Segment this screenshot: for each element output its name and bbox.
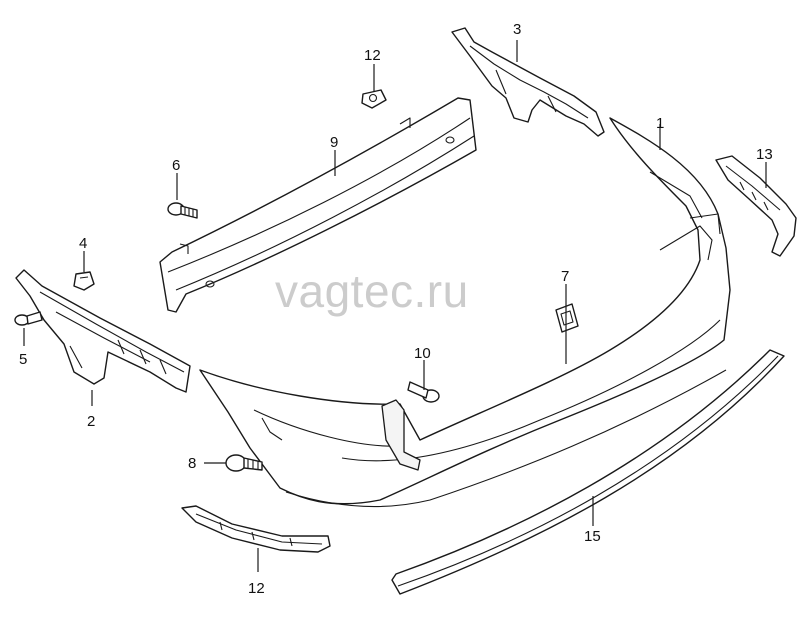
screw-10 [407,381,440,403]
callout-13: 13 [756,146,773,163]
callout-15: 15 [584,528,601,545]
callout-8: 8 [188,455,196,472]
guide-bracket-left [15,269,191,393]
expanding-nut-4 [73,271,95,291]
impact-beam [159,97,477,313]
trim-strip-right [715,155,797,257]
callout-12-bottom: 12 [248,580,265,597]
callout-3: 3 [513,21,521,38]
callout-12-top: 12 [364,47,381,64]
watermark: vagtec.ru [275,265,469,317]
long-trim-strip [391,349,785,595]
bolt-5 [14,311,43,326]
callout-4: 4 [79,235,87,252]
trim-strip-left [181,505,331,553]
callout-10: 10 [414,345,431,362]
callout-5: 5 [19,351,27,368]
callout-6: 6 [172,157,180,174]
callout-1: 1 [656,115,664,132]
screw-6 [167,202,198,219]
callout-2: 2 [87,413,95,430]
callout-9: 9 [330,134,338,151]
clip-7 [555,303,579,333]
callout-7: 7 [561,268,569,285]
bumper-cover [199,117,731,507]
guide-bracket-right [451,27,605,137]
clip-nut-top [361,89,387,109]
